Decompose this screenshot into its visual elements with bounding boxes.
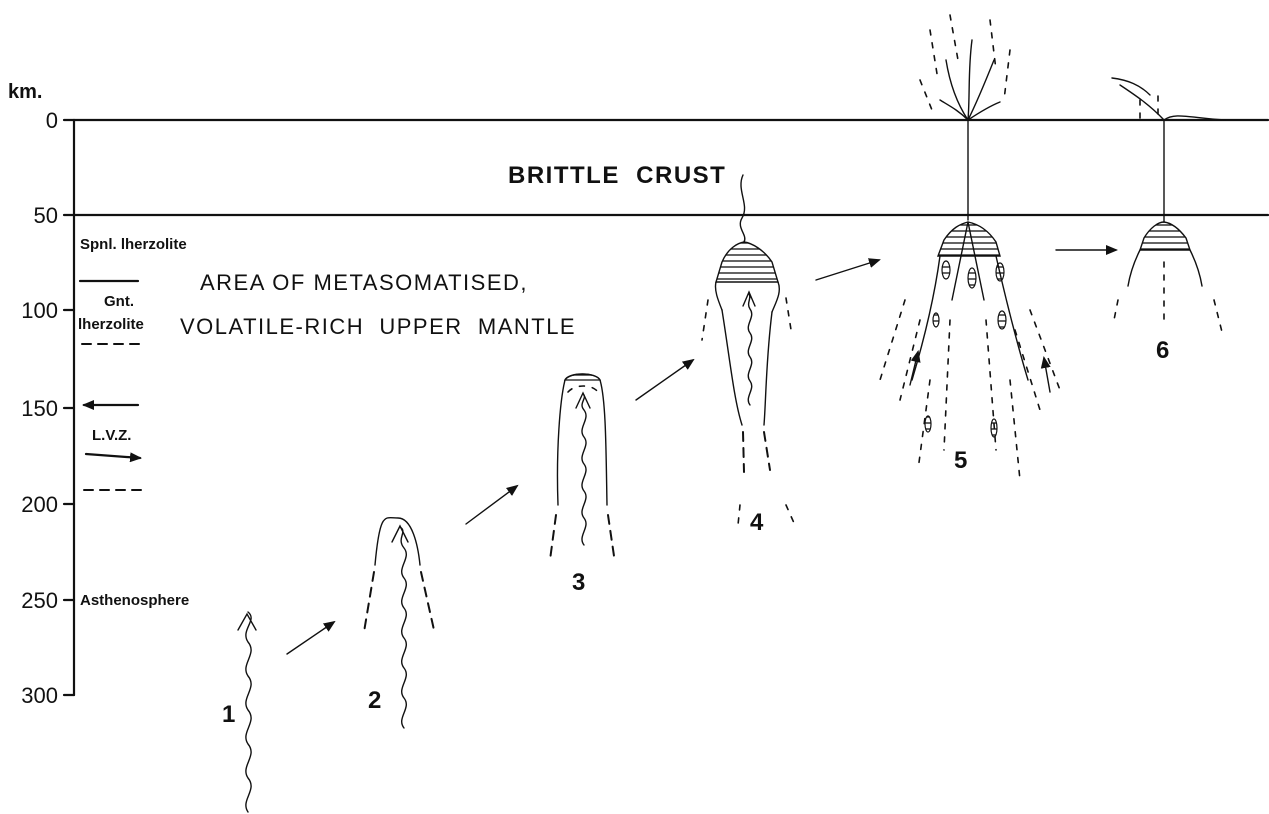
garnet-label-1: Gnt.	[104, 293, 134, 310]
garnet-label-2: lherzolite	[78, 316, 144, 333]
stage-4-left-flank	[743, 432, 744, 472]
stage-6-label: 6	[1156, 337, 1169, 364]
stage-2: 2	[364, 518, 434, 728]
stage-5-ash-cloud	[920, 15, 1010, 110]
stage-4-body	[722, 310, 772, 425]
stage-2-label: 2	[368, 687, 381, 714]
progress-arrow-1-2	[287, 622, 334, 654]
stage-2-right-flank	[421, 572, 434, 630]
stage-1: 1	[222, 612, 256, 812]
stage-1-label: 1	[222, 701, 235, 728]
stage-2-wavy-path	[400, 527, 406, 728]
progress-arrow-3-4	[636, 360, 693, 400]
stage-5-left-up-arrow	[910, 352, 918, 385]
stage-1-arrowhead	[238, 614, 256, 630]
stage-1-wavy-path	[246, 612, 251, 812]
stage-2-dome	[375, 518, 420, 565]
progress-arrow-4-5	[816, 260, 879, 280]
stage-3-wavy-path	[582, 394, 586, 545]
lvz-label: L.V.Z.	[92, 427, 131, 444]
stage-4-head	[716, 242, 778, 282]
stage-4-label: 4	[750, 509, 764, 536]
stage-6-dispersion	[1114, 262, 1222, 332]
stage-4-feeder	[740, 175, 745, 242]
stage-6-surface-remnant	[1112, 78, 1225, 120]
stage-5-xenolith	[996, 263, 1004, 281]
stage-5: 5	[880, 15, 1060, 480]
stage-5-xenolith	[942, 261, 950, 279]
stage-4-wavy-path	[748, 294, 751, 405]
stage-5-eruption-plume	[940, 40, 1000, 120]
stage-4-dispersion	[702, 298, 794, 525]
metasomatised-label-1: AREA OF METASOMATISED,	[200, 270, 528, 295]
progress-arrow-2-3	[466, 486, 517, 524]
stage-6-tuff	[1140, 96, 1158, 118]
tick-label-200: 200	[21, 492, 58, 517]
brittle-crust-label: BRITTLE CRUST	[508, 162, 726, 189]
stage-3-left-flank	[550, 515, 556, 560]
stage-5-xenolith	[933, 313, 939, 327]
stage-6-flanks	[1128, 250, 1202, 286]
stage-4-right-flank	[764, 432, 770, 470]
tick-label-0: 0	[46, 108, 58, 133]
metasomatised-label-2: VOLATILE-RICH UPPER MANTLE	[180, 314, 576, 339]
stage-3-cap	[565, 374, 600, 380]
depth-unit-label: km.	[8, 81, 42, 103]
mantle-zones: Spnl. lherzolite Gnt. lherzolite L.V.Z. …	[78, 236, 189, 609]
tick-label-100: 100	[21, 298, 58, 323]
stage-3-label: 3	[572, 569, 585, 596]
stage-3: 3	[550, 374, 614, 596]
stage-5-xenolith	[991, 419, 997, 437]
tick-label-250: 250	[21, 588, 58, 613]
asthenosphere-label: Asthenosphere	[80, 592, 189, 609]
stage-4: 4	[702, 175, 794, 536]
stage-3-halo	[568, 386, 598, 392]
stage-5-dispersion	[880, 300, 1060, 480]
tick-label-50: 50	[34, 203, 58, 228]
stage-5-xenolith	[998, 311, 1006, 329]
spinel-lherzolite-label: Spnl. lherzolite	[80, 236, 187, 253]
tick-label-150: 150	[21, 396, 58, 421]
stage-5-xenolith	[968, 268, 976, 288]
stage-2-arrowhead	[392, 526, 408, 542]
stage-5-xenolith	[925, 416, 931, 432]
stage-5-label: 5	[954, 447, 967, 474]
stage-3-right-flank	[608, 515, 614, 556]
depth-axis: km. 0 50 100 150 200 250 300	[8, 81, 74, 708]
tick-label-300: 300	[21, 683, 58, 708]
stage-2-left-flank	[364, 572, 374, 632]
lvz-right-arrow	[86, 454, 140, 458]
stage-6-head	[1140, 222, 1190, 250]
